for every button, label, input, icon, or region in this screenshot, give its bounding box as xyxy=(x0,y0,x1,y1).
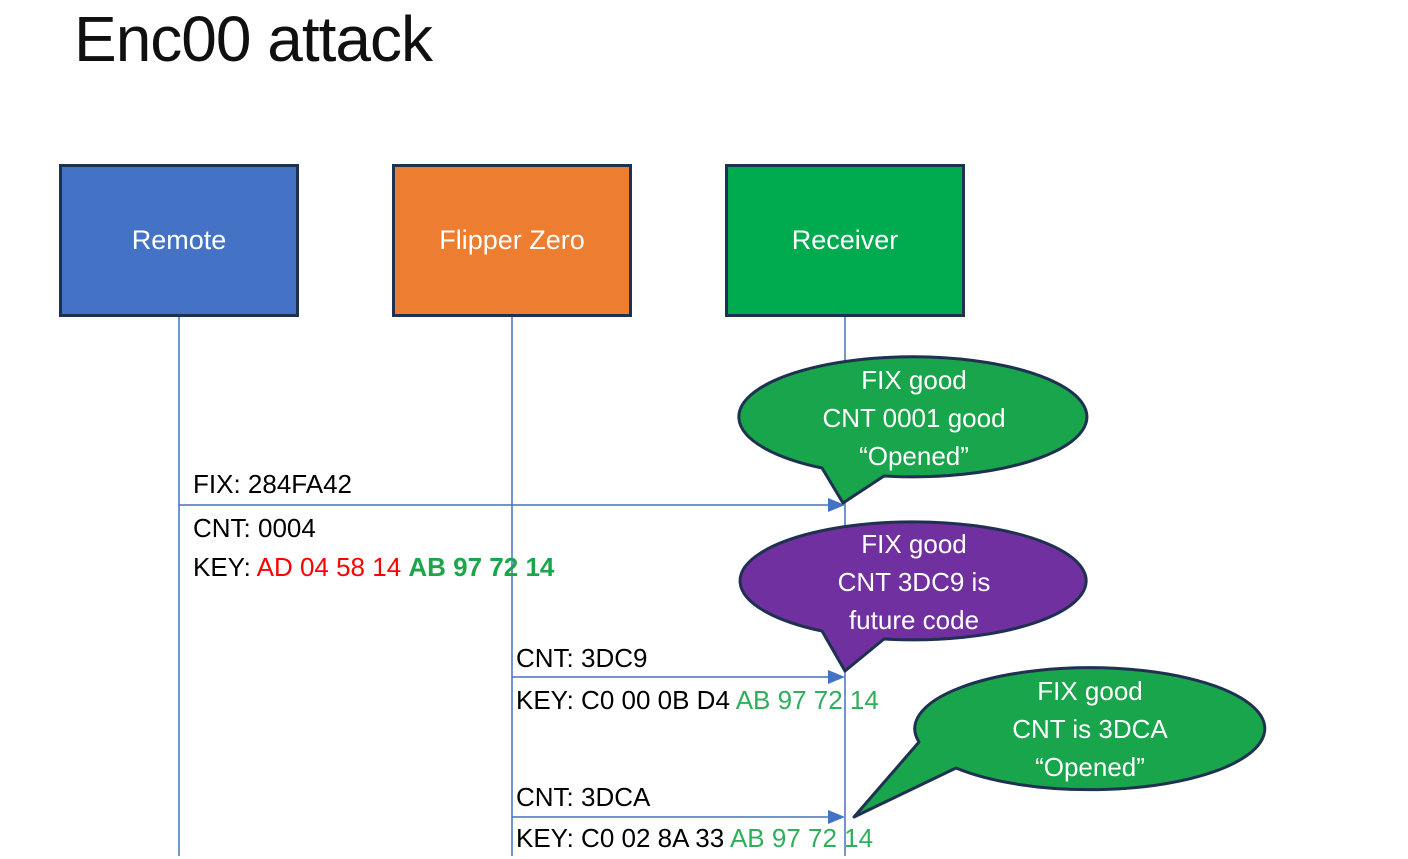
actor-label-remote: Remote xyxy=(131,225,227,255)
message-arrow-2-head-icon xyxy=(828,670,845,684)
actor-box-flipper-zero: Flipper Zero xyxy=(392,164,632,317)
callout-1-text: FIX good CNT 0001 good “Opened” xyxy=(764,361,1064,475)
actor-box-receiver: Receiver xyxy=(725,164,965,317)
callout-bubble-2 xyxy=(738,520,1088,673)
message-arrow-3-head-icon xyxy=(828,810,845,824)
message-1-fix: FIX: 284FA42 xyxy=(193,469,352,499)
callout-2-text: FIX good CNT 3DC9 is future code xyxy=(764,525,1064,639)
callout-2-line-3: future code xyxy=(848,605,980,635)
callout-2-line-2: CNT 3DC9 is xyxy=(837,567,991,597)
message-2-key: KEY: C0 00 0B D4 AB 97 72 14 xyxy=(516,686,879,715)
message-arrow-1-head-icon xyxy=(828,498,845,512)
message-1-key: KEY: AD 04 58 14 AB 97 72 14 xyxy=(193,553,554,582)
callout-1-line-2: CNT 0001 good xyxy=(822,403,1006,433)
slide-title: Enc00 attack xyxy=(74,3,433,75)
callout-bubble-3 xyxy=(852,666,1267,819)
callout-2-line-1: FIX good xyxy=(861,529,967,559)
message-2-cnt: CNT: 3DC9 xyxy=(516,643,648,673)
actor-label-receiver: Receiver xyxy=(791,225,899,255)
message-3-key: KEY: C0 02 8A 33 AB 97 72 14 xyxy=(516,824,873,853)
callout-3-line-1: FIX good xyxy=(1037,676,1143,706)
message-3-cnt: CNT: 3DCA xyxy=(516,782,651,812)
callout-bubble-1 xyxy=(737,355,1089,505)
message-3-key-green-bytes: AB 97 72 14 xyxy=(729,823,874,853)
message-2-key-prefix: KEY: C0 00 0B D4 xyxy=(516,685,736,715)
message-2-key-green-bytes: AB 97 72 14 xyxy=(735,685,879,715)
callout-1-line-1: FIX good xyxy=(861,365,967,395)
callout-1-line-3: “Opened” xyxy=(859,441,969,471)
message-1-key-green-bytes: AB 97 72 14 xyxy=(408,552,555,582)
message-1-key-prefix: KEY: xyxy=(193,552,257,582)
actor-box-remote: Remote xyxy=(59,164,299,317)
actor-label-flipper-zero: Flipper Zero xyxy=(439,225,585,255)
callout-3-line-3: “Opened” xyxy=(1035,752,1145,782)
message-1-key-red-bytes: AD 04 58 14 xyxy=(256,552,409,582)
message-1-cnt: CNT: 0004 xyxy=(193,513,316,543)
message-3-key-prefix: KEY: C0 02 8A 33 xyxy=(516,823,730,853)
callout-3-text: FIX good CNT is 3DCA “Opened” xyxy=(940,672,1240,786)
callout-3-line-2: CNT is 3DCA xyxy=(1012,714,1168,744)
